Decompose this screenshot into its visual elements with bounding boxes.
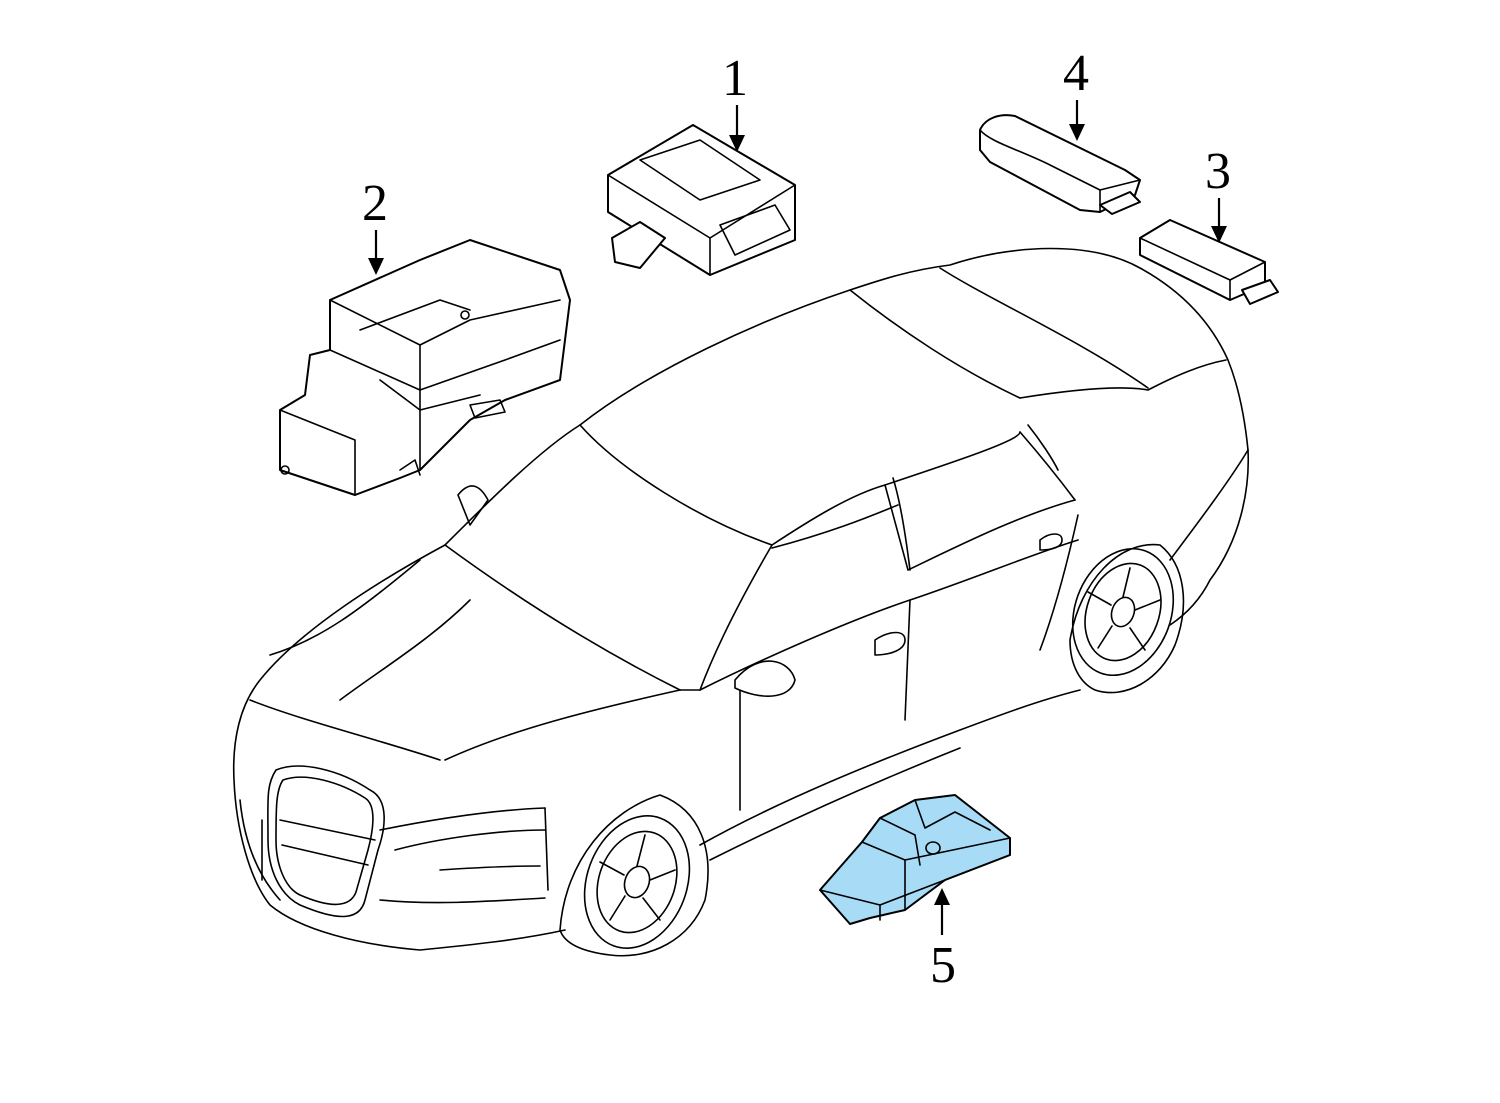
part-3-module bbox=[1139, 219, 1279, 305]
callout-5: 5 bbox=[930, 888, 956, 994]
callout-3-number: 3 bbox=[1205, 143, 1231, 200]
callout-3: 3 bbox=[1205, 143, 1231, 243]
part-2-bracket bbox=[279, 239, 571, 496]
callout-4: 4 bbox=[1063, 45, 1089, 141]
callout-2-number: 2 bbox=[362, 175, 388, 232]
car-illustration bbox=[232, 247, 1250, 957]
callout-1: 1 bbox=[722, 50, 748, 152]
callout-1-number: 1 bbox=[722, 50, 748, 107]
part-1-control-module bbox=[607, 124, 796, 276]
callout-4-number: 4 bbox=[1063, 45, 1089, 102]
callout-5-number: 5 bbox=[930, 937, 956, 994]
part-5-sensor-highlighted bbox=[819, 794, 1011, 925]
callout-2: 2 bbox=[362, 175, 388, 275]
part-4-antenna-module bbox=[979, 114, 1141, 215]
